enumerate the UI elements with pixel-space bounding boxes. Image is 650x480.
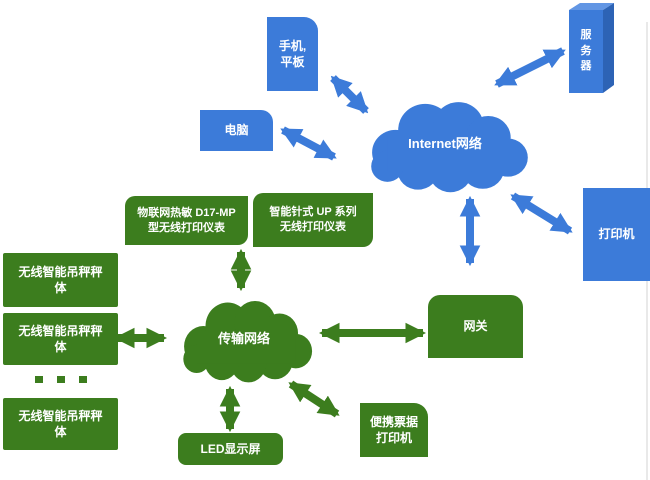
server-front-face [569, 10, 603, 93]
transport-cloud-label: 传输网络 [217, 330, 270, 346]
connector-computer-internet [280, 126, 337, 161]
internet-cloud-shape [371, 102, 528, 193]
led-display-node: LED显示屏 [178, 433, 283, 465]
scale-node-2: 无线智能吊秤秤 体 [3, 313, 118, 365]
server-label: 服 务 器 [580, 28, 592, 73]
gateway-node: 网关 [428, 295, 523, 358]
server-top-face [569, 3, 614, 10]
transport-cloud-shape [183, 300, 313, 383]
scale-node-3: 无线智能吊秤秤 体 [3, 398, 118, 450]
ellipsis-dot-2 [57, 376, 65, 383]
printer-node: 打印机 [583, 188, 650, 281]
server-node [569, 3, 614, 93]
computer-node: 电脑 [200, 110, 273, 151]
transport-cloud: 传输网络 [170, 290, 318, 384]
iot-meter-node: 物联网热敏 D17-MP 型无线打印仪表 [125, 196, 248, 245]
internet-cloud: Internet网络 [355, 90, 535, 194]
pin-meter-node: 智能针式 UP 系列 无线打印仪表 [253, 193, 373, 247]
ellipsis-dot-3 [79, 376, 87, 383]
connector-transport-portableprinter [288, 380, 340, 418]
internet-cloud-label: Internet网络 [408, 135, 482, 151]
connector-internet-printer [510, 192, 573, 235]
ellipsis-dot-1 [35, 376, 43, 383]
phone-tablet-node: 手机, 平板 [267, 17, 318, 91]
portable-printer-node: 便携票据 打印机 [360, 403, 428, 457]
server-side-face [603, 3, 614, 93]
scale-node-1: 无线智能吊秤秤 体 [3, 253, 118, 307]
